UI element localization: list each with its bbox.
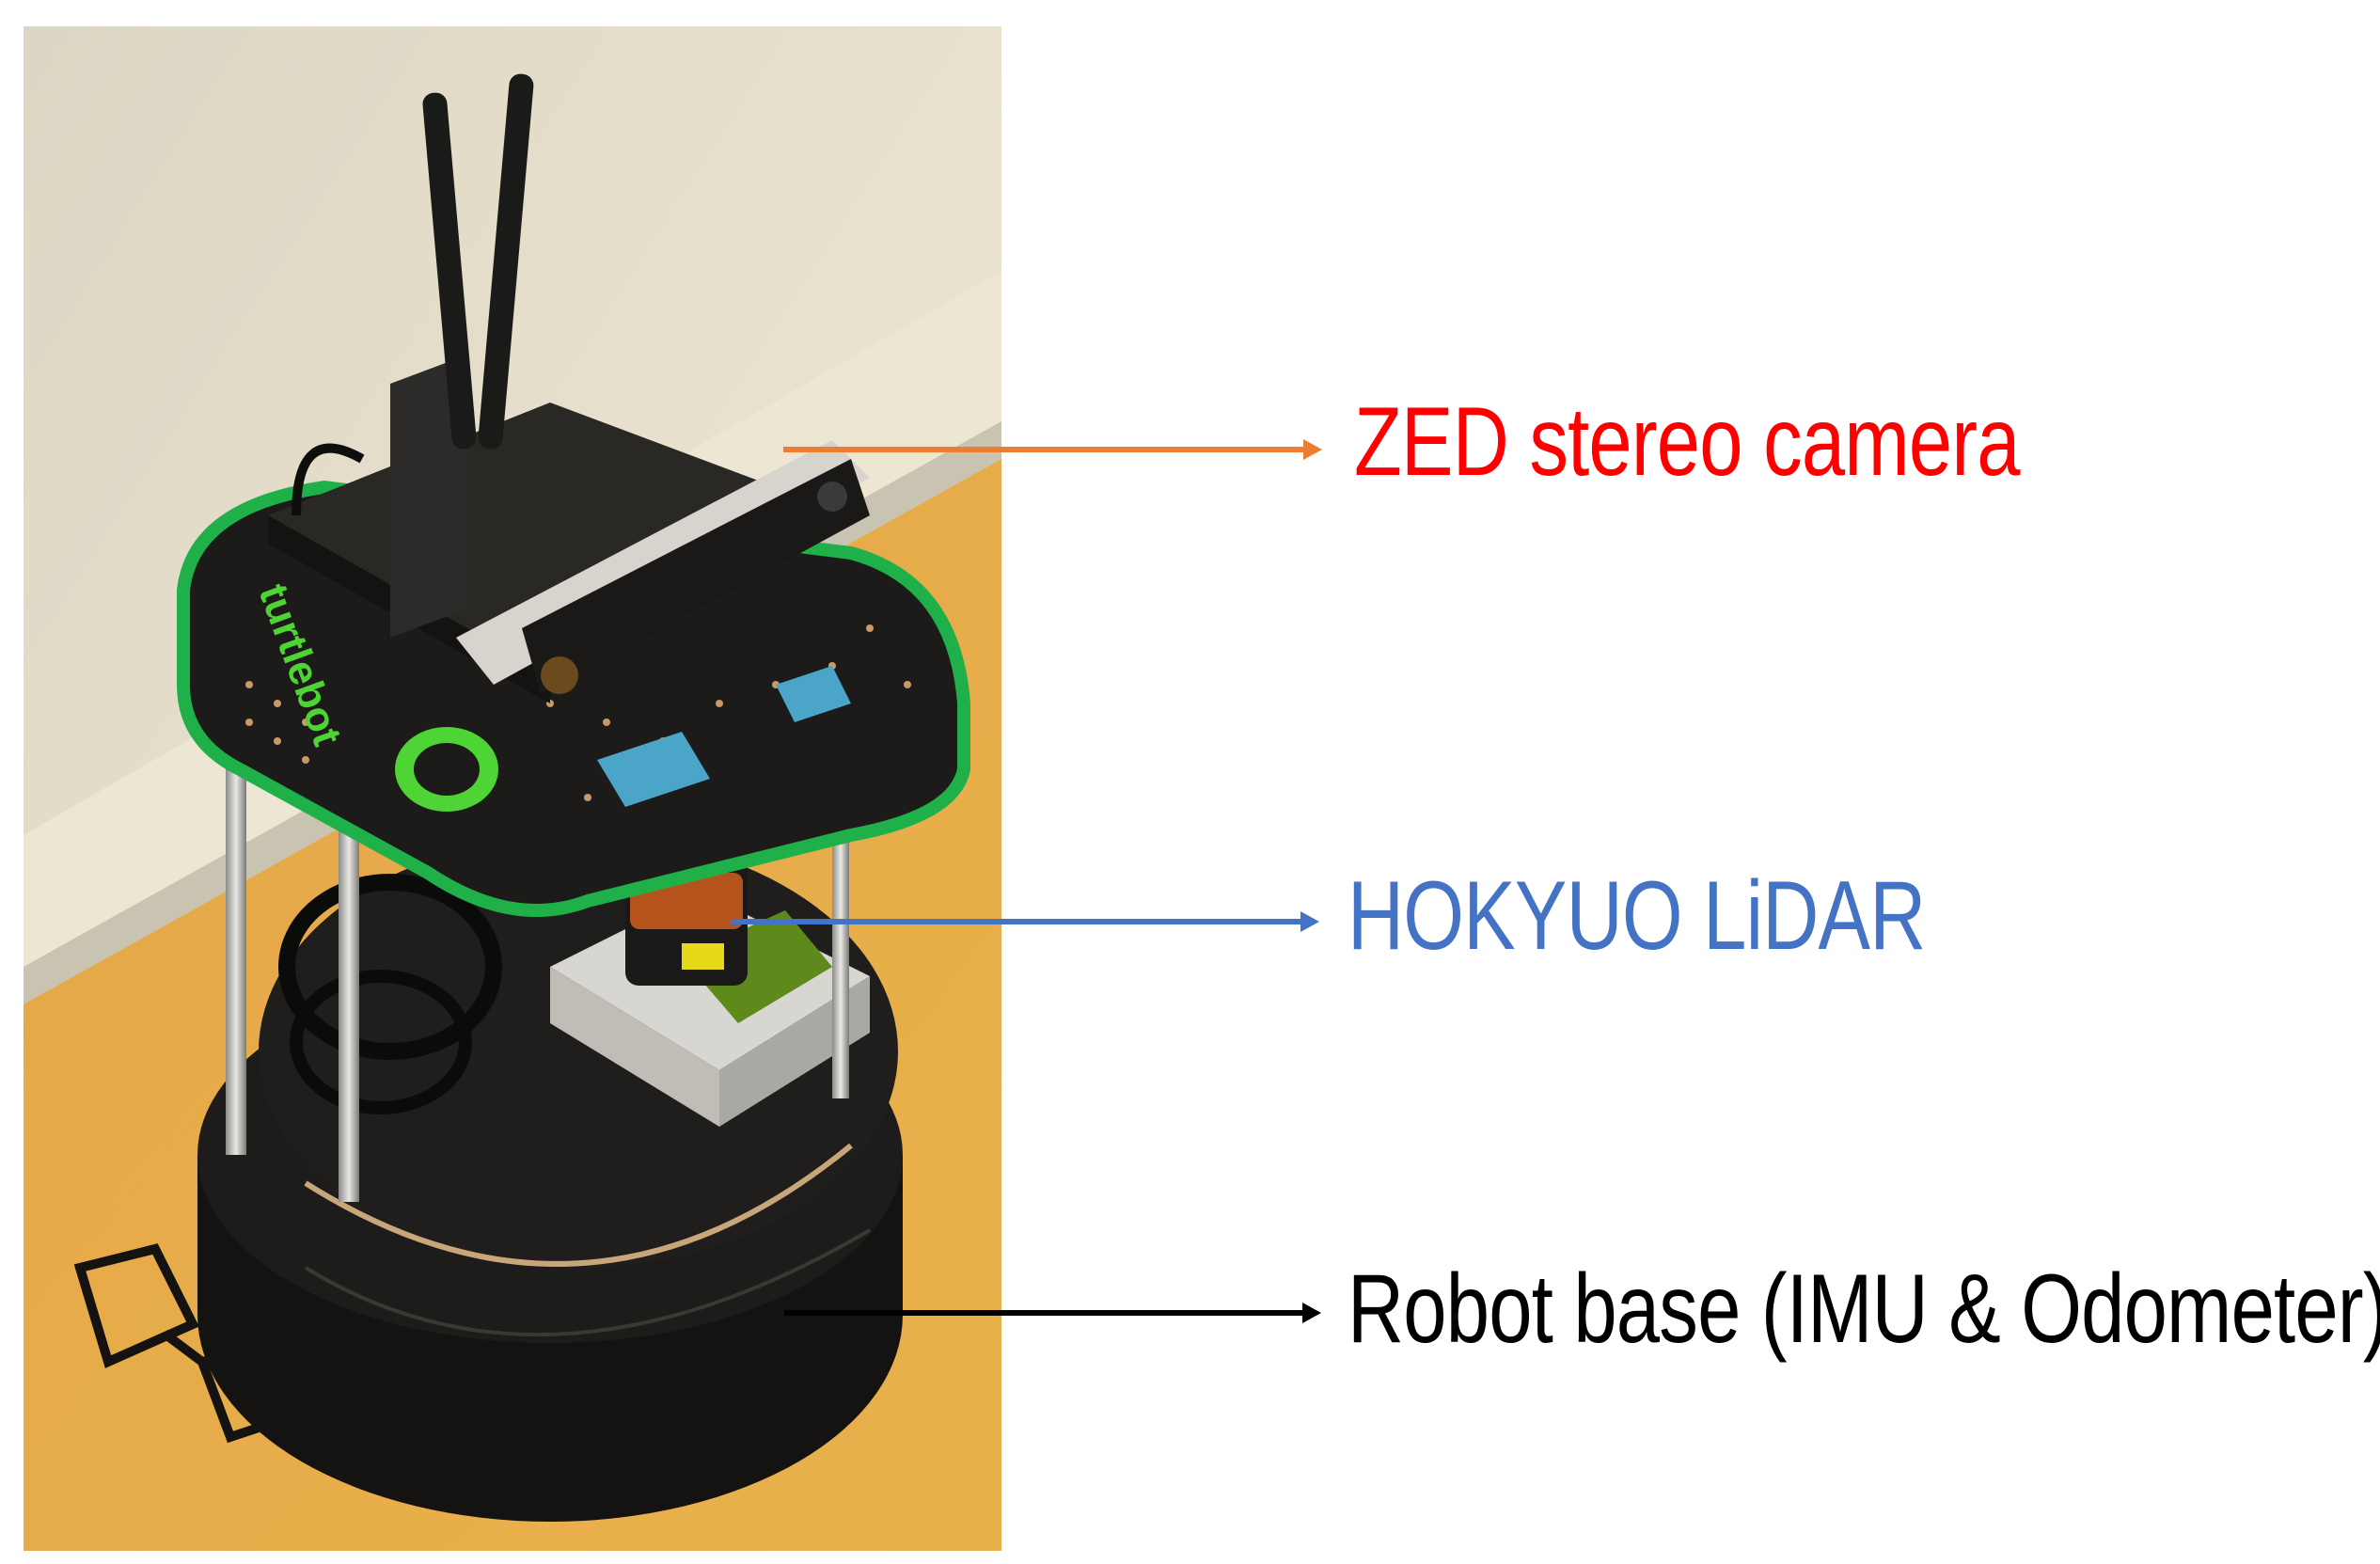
zed-camera-label: ZED stereo camera (1354, 387, 2020, 497)
arrowhead-icon (1300, 911, 1319, 932)
arrowhead-icon (1303, 439, 1322, 460)
robot-base-label: Robot base (IMU & Odometer) (1348, 1255, 2380, 1364)
robot-illustration: turtlebot (24, 26, 1001, 1551)
lidar-label: HOKYUO LiDAR (1348, 861, 1926, 971)
robot-photo: turtlebot (24, 26, 1001, 1551)
arrowhead-icon (1302, 1303, 1321, 1323)
